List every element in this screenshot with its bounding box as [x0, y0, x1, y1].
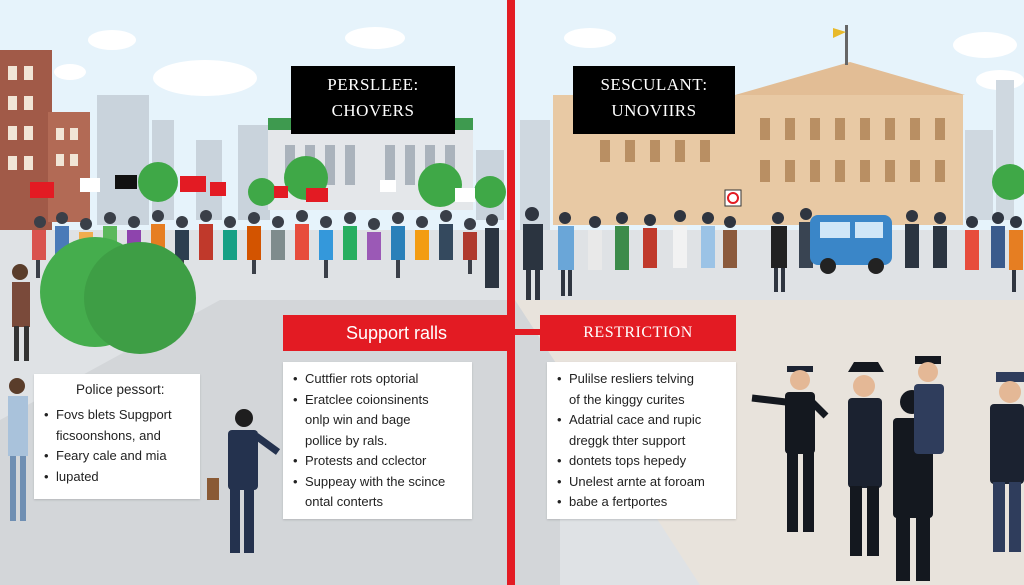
police-card-title: Police pessort: [76, 382, 165, 397]
restriction-banner: RESTRICTION [540, 315, 736, 351]
support-card-list: Cuttfier rots optorial Eratclee coionsin… [293, 369, 462, 513]
list-item: lupated [44, 467, 190, 488]
police-card-list: Fovs blets Supgport ficsoonshons, and Fe… [44, 405, 190, 487]
list-item: dreggk thter support [569, 432, 686, 448]
protest-signs [30, 175, 475, 202]
left-building-sign: PERSLLEE: CHOVERS [291, 66, 455, 134]
police-support-card: Police pessort: Fovs blets Supgport fics… [34, 374, 200, 499]
list-item: Unelest arnte at foroam [557, 472, 726, 493]
skyline-left [97, 95, 504, 225]
no-parking-sign [724, 189, 742, 207]
center-crossbar [465, 329, 560, 335]
list-item: onlp win and bage [305, 412, 411, 427]
bushes [40, 237, 196, 354]
list-item: Protests and cclector [293, 451, 462, 472]
center-divider [507, 0, 515, 585]
list-item: ficsoonshons, and [56, 427, 161, 443]
list-item: of the kinggy curites [569, 391, 685, 407]
clouds [54, 27, 1024, 96]
brick-building [0, 50, 90, 230]
support-card: Cuttfier rots optorial Eratclee coionsin… [283, 362, 472, 519]
left-sign-line-1: PERSLLEE: [327, 75, 419, 94]
right-sign-line-1: SESCULANT: [600, 75, 708, 94]
right-sign-line-2: UNOVIIRS [611, 100, 697, 120]
list-item: pollice by rals. [305, 432, 388, 448]
right-building-sign: SESCULANT: UNOVIIRS [573, 66, 735, 134]
man-in-suit [207, 409, 281, 553]
list-item: Feary cale and mia [44, 446, 190, 467]
restriction-card-list: Pulilse resliers telving of the kinggy c… [557, 369, 726, 513]
left-sign-line-2: CHOVERS [331, 100, 415, 120]
list-item: Pulilse resliers telving [557, 369, 726, 390]
police-officers [751, 356, 1024, 581]
list-item: Eratclee coionsinents [293, 390, 462, 411]
blue-van [810, 215, 892, 274]
list-item: Cuttfier rots optorial [293, 369, 462, 390]
list-item: Fovs blets Supgport [44, 405, 190, 426]
list-item: Suppeay with the scince [293, 472, 462, 493]
pedestrians-left [8, 264, 30, 521]
support-rails-banner: Support ralls [283, 315, 510, 351]
crowd-right [523, 207, 1023, 300]
list-item: babe a fertportes [557, 492, 726, 513]
restriction-card: Pulilse resliers telving of the kinggy c… [547, 362, 736, 519]
list-item: dontets tops hepedy [557, 451, 726, 472]
tree-right [992, 164, 1024, 200]
list-item: ontal conterts [305, 494, 384, 509]
list-item: Adatrial cace and rupic [557, 410, 726, 431]
